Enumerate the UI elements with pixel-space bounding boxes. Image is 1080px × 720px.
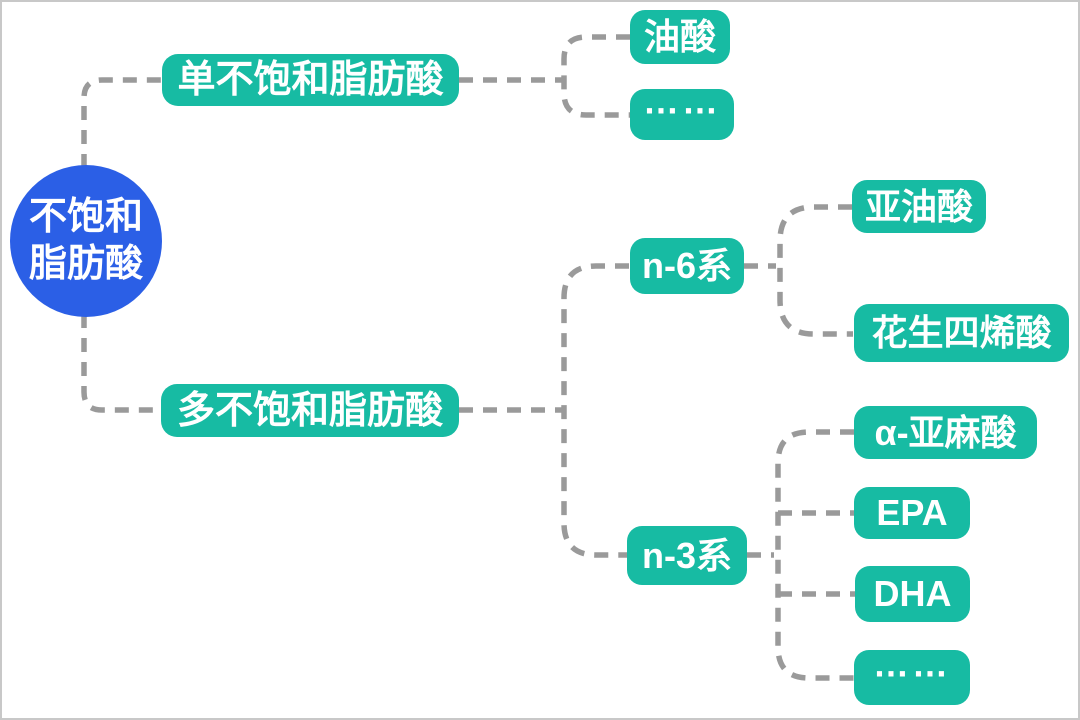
node-alpha-linolenic-acid[interactable]: α-亚麻酸	[854, 406, 1037, 459]
node-epa[interactable]: EPA	[854, 487, 970, 539]
node-polyunsaturated-fatty-acid[interactable]: 多不饱和脂肪酸	[161, 384, 459, 437]
connector-poly-bracket	[561, 263, 629, 558]
node-dha[interactable]: DHA	[855, 566, 970, 622]
node-arachidonic-acid[interactable]: 花生四烯酸	[854, 304, 1069, 362]
connector-n3-bracket	[775, 429, 854, 681]
node-n3-ellipsis[interactable]: ……	[854, 645, 970, 705]
node-monounsaturated-fatty-acid[interactable]: 单不饱和脂肪酸	[162, 54, 459, 106]
node-mono-ellipsis[interactable]: ……	[630, 82, 734, 140]
root-node-unsaturated-fatty-acid[interactable]: 不饱和 脂肪酸	[10, 165, 162, 317]
root-label-line2: 脂肪酸	[28, 243, 143, 285]
connector-root-to-mono	[81, 77, 162, 168]
node-oleic-acid[interactable]: 油酸	[630, 10, 730, 64]
connector-mono-bracket	[561, 34, 630, 118]
connector-root-to-poly	[81, 314, 161, 413]
root-label-line1: 不饱和	[28, 195, 143, 238]
ellipsis-label: ……	[873, 642, 951, 684]
connector-n6-bracket	[777, 204, 853, 337]
node-linoleic-acid[interactable]: 亚油酸	[852, 180, 986, 233]
node-n6-series[interactable]: n-6系	[630, 238, 744, 294]
ellipsis-label: ……	[643, 79, 721, 121]
node-n3-series[interactable]: n-3系	[627, 526, 747, 585]
